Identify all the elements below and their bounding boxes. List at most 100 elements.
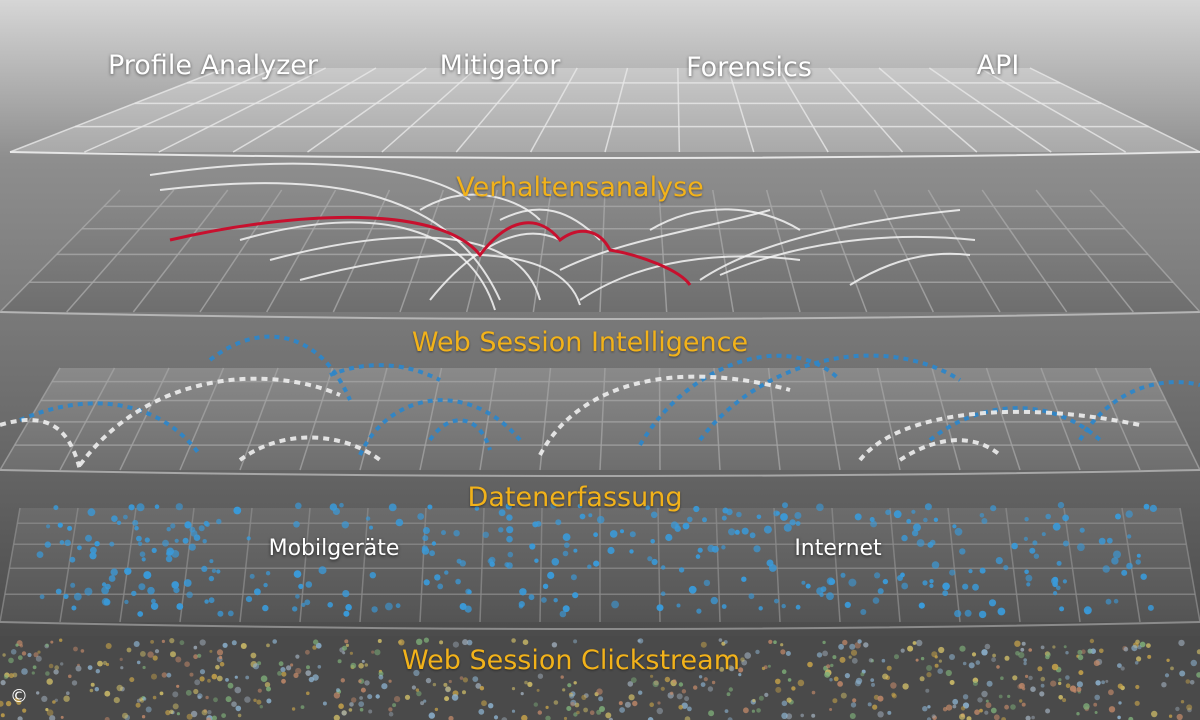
clickstream-dot bbox=[791, 686, 796, 691]
clickstream-dot bbox=[854, 642, 861, 649]
capture-dot bbox=[254, 588, 261, 596]
clickstream-dot bbox=[1093, 660, 1100, 667]
capture-dot bbox=[144, 537, 150, 543]
clickstream-dot bbox=[151, 673, 157, 680]
capture-dot bbox=[365, 516, 371, 521]
capture-dot bbox=[110, 568, 118, 576]
capture-dot bbox=[388, 503, 397, 512]
capture-dot bbox=[954, 610, 962, 618]
clickstream-dot bbox=[925, 688, 930, 693]
grid-line bbox=[0, 189, 121, 313]
capture-dot bbox=[166, 550, 173, 557]
capture-dot bbox=[629, 531, 636, 538]
clickstream-dot bbox=[1037, 666, 1043, 672]
clickstream-dot bbox=[708, 710, 715, 717]
capture-dot bbox=[186, 591, 193, 599]
clickstream-dot bbox=[570, 701, 575, 707]
capture-dot bbox=[1024, 569, 1029, 575]
capture-dot bbox=[176, 603, 184, 610]
capture-dot bbox=[707, 544, 715, 553]
capture-dot bbox=[505, 503, 512, 510]
capture-dot bbox=[766, 559, 774, 567]
clickstream-dot bbox=[300, 705, 305, 709]
grid-line bbox=[539, 507, 543, 623]
clickstream-dot bbox=[16, 699, 22, 705]
capture-dot bbox=[721, 545, 726, 550]
clickstream-dot bbox=[703, 677, 708, 682]
capture-dot bbox=[1062, 514, 1069, 522]
clickstream-dot bbox=[1010, 704, 1016, 710]
clickstream-dot bbox=[1025, 674, 1029, 679]
behavior-arc bbox=[579, 255, 801, 301]
clickstream-dot bbox=[404, 694, 411, 700]
clickstream-dot bbox=[266, 643, 270, 648]
clickstream-dot bbox=[141, 715, 146, 719]
capture-dot bbox=[437, 583, 444, 590]
clickstream-dot bbox=[102, 660, 108, 666]
clickstream-dot bbox=[172, 703, 179, 710]
clickstream-dot bbox=[136, 660, 141, 665]
capture-dot bbox=[979, 567, 986, 574]
clickstream-dot bbox=[568, 692, 574, 697]
capture-dot bbox=[542, 583, 549, 589]
capture-dot bbox=[893, 510, 902, 519]
capture-dot bbox=[844, 601, 851, 609]
capture-dot bbox=[840, 572, 846, 578]
session-arc-white bbox=[238, 435, 382, 462]
capture-dot bbox=[981, 518, 988, 524]
capture-dot bbox=[371, 606, 378, 613]
capture-dot bbox=[728, 528, 736, 536]
clickstream-dot bbox=[340, 678, 345, 683]
clickstream-dot bbox=[394, 696, 401, 703]
clickstream-dot bbox=[169, 709, 174, 714]
clickstream-dot bbox=[521, 714, 528, 720]
clickstream-dot bbox=[912, 641, 917, 645]
capture-dot bbox=[84, 587, 93, 596]
clickstream-dot bbox=[207, 678, 211, 683]
capture-dot bbox=[1140, 573, 1147, 580]
clickstream-dot bbox=[1045, 708, 1051, 714]
capture-dot bbox=[482, 531, 489, 538]
clickstream-dot bbox=[833, 676, 839, 682]
capture-dot bbox=[465, 588, 472, 595]
capture-dot bbox=[962, 583, 969, 590]
capture-dot bbox=[44, 541, 51, 548]
clickstream-dot bbox=[462, 639, 469, 646]
clickstream-dot bbox=[21, 651, 27, 656]
clickstream-dot bbox=[420, 701, 425, 706]
clickstream-dot bbox=[312, 645, 317, 650]
clickstream-dot bbox=[448, 679, 452, 684]
capture-dot bbox=[749, 532, 756, 539]
clickstream-dot bbox=[360, 687, 366, 693]
grid-line bbox=[1179, 507, 1200, 623]
capture-dot bbox=[342, 590, 350, 598]
clickstream-dot bbox=[1120, 666, 1125, 671]
clickstream-dot bbox=[562, 688, 566, 692]
clickstream-dot bbox=[881, 658, 886, 663]
clickstream-dot bbox=[8, 657, 14, 664]
capture-dot bbox=[205, 522, 210, 527]
clickstream-dot bbox=[934, 663, 939, 668]
clickstream-dot bbox=[974, 709, 980, 715]
clickstream-dot bbox=[687, 706, 692, 712]
clickstream-dot bbox=[872, 704, 878, 710]
capture-dot bbox=[1098, 537, 1106, 545]
layer-session-intelligence-label: Web Session Intelligence bbox=[411, 327, 749, 358]
grid-line bbox=[66, 189, 175, 313]
grid-line bbox=[1040, 367, 1081, 471]
capture-dot bbox=[979, 513, 985, 518]
capture-dot bbox=[748, 593, 755, 600]
clickstream-dot bbox=[781, 700, 788, 707]
clickstream-dot bbox=[1128, 716, 1134, 720]
clickstream-dot bbox=[608, 717, 613, 720]
clickstream-dot bbox=[425, 677, 432, 684]
capture-dot bbox=[1079, 527, 1085, 533]
clickstream-dot bbox=[358, 679, 362, 683]
clickstream-dot bbox=[291, 707, 296, 711]
clickstream-dot bbox=[113, 697, 120, 704]
capture-dot bbox=[507, 551, 514, 558]
clickstream-dot bbox=[33, 652, 39, 658]
clickstream-dot bbox=[527, 681, 533, 688]
